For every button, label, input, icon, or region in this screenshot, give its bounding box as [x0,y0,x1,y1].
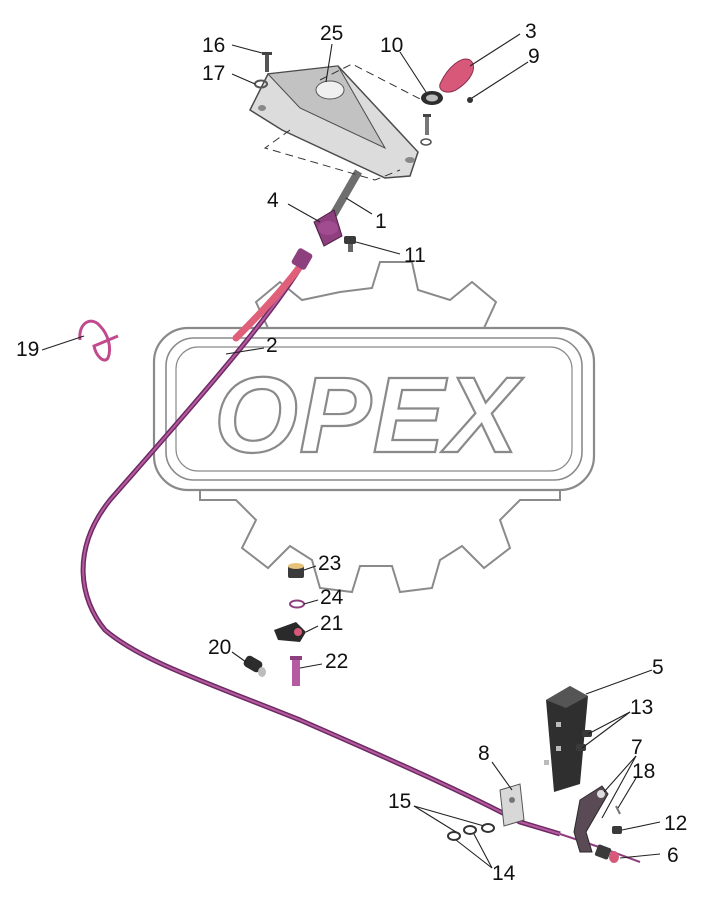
callout-25: 25 [320,22,343,45]
callout-24: 24 [320,586,344,609]
callout-19: 19 [16,338,39,361]
watermark-frame-inner2 [175,346,573,472]
washer-24 [289,599,305,609]
callout-9: 9 [528,45,540,68]
callout-10: 10 [380,34,403,57]
ball-9 [467,97,473,103]
bracket-5 [544,686,588,792]
clamp-21 [274,622,306,642]
callout-labels: 1 2 3 4 5 6 7 8 9 10 11 12 13 14 15 16 1… [16,20,687,885]
clip-19 [78,319,119,362]
callout-14: 14 [492,862,516,885]
bolt-under-nut [420,114,432,146]
callout-15: 15 [388,790,411,813]
watermark-text: OPEX [214,354,524,475]
cable-clamp-8 [499,783,525,827]
bracket-plate [249,63,423,181]
callout-17: 17 [202,62,225,85]
lever-7 [573,785,609,853]
callout-3: 3 [525,20,537,43]
clamp-4 [313,209,343,247]
callout-23: 23 [318,552,341,575]
callout-13: 13 [630,696,653,719]
knob-3 [439,58,474,93]
cable-assembly [80,169,641,863]
screw-16 [262,52,272,72]
cable-ferrule [291,248,313,270]
watermark-logo: OPEX [152,261,596,594]
bolt-22 [290,656,302,686]
callout-21: 21 [320,612,343,635]
callout-11: 11 [404,244,426,267]
nut-10 [421,91,443,105]
callout-8: 8 [478,742,490,765]
watermark-frame-inner [165,337,583,481]
screw-11 [344,236,356,252]
nut-6 [594,844,619,863]
callout-1: 1 [375,210,387,233]
bolts-13 [576,730,592,751]
leader-lines [41,33,661,869]
callout-2: 2 [266,334,278,357]
cable-sheath-highlight [82,257,561,835]
pin-18 [615,805,621,815]
cable-rod [330,169,362,217]
callout-12: 12 [664,812,687,835]
callout-18: 18 [632,760,655,783]
callout-7: 7 [631,736,643,759]
nut-23 [288,563,304,578]
watermark-frame-outer [152,326,596,492]
callout-6: 6 [667,844,679,867]
callout-22: 22 [325,650,348,673]
nuts-14-15 [447,823,495,841]
callout-20: 20 [208,636,231,659]
callout-4: 4 [267,189,279,212]
callout-5: 5 [652,656,664,679]
callout-16: 16 [202,34,225,57]
screw-12 [612,826,622,834]
sleeve-20 [243,655,266,677]
